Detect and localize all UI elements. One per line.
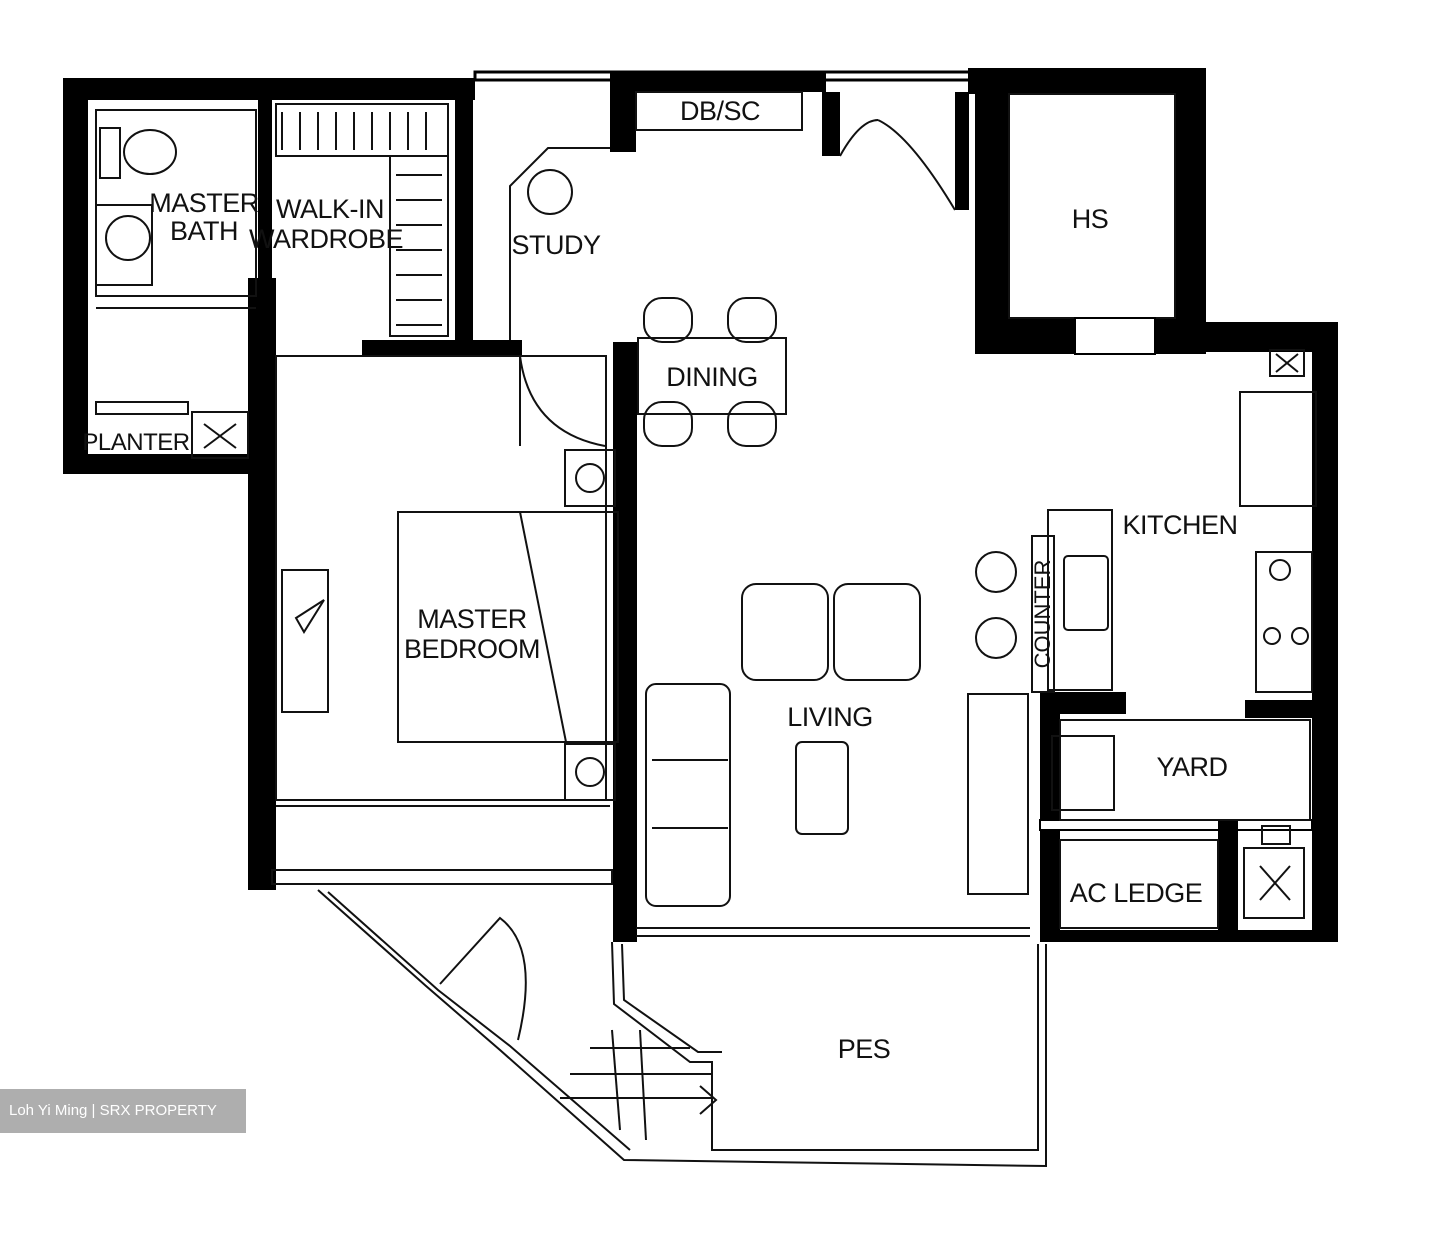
label-master-bath-line1: MASTER — [149, 188, 259, 218]
label-counter: COUNTER — [1030, 560, 1055, 669]
label-kitchen: KITCHEN — [1122, 510, 1237, 540]
label-dining: DINING — [666, 362, 758, 392]
label-walk-in-line2: WARDROBE — [249, 224, 403, 254]
label-master-bath-line2: BATH — [170, 216, 238, 246]
label-study: STUDY — [511, 230, 600, 260]
label-db-sc: DB/SC — [680, 96, 760, 126]
room-labels: MASTER BATH WALK-IN WARDROBE DB/SC STUDY… — [82, 96, 1238, 1064]
label-pes: PES — [838, 1034, 891, 1064]
label-living: LIVING — [787, 702, 873, 732]
label-master-bedroom-line1: MASTER — [417, 604, 527, 634]
walls — [63, 68, 1338, 942]
thin-lines — [95, 91, 1317, 1168]
label-ac-ledge: AC LEDGE — [1070, 878, 1203, 908]
label-planter: PLANTER — [82, 429, 189, 456]
label-hs: HS — [1072, 204, 1109, 234]
label-yard: YARD — [1156, 752, 1227, 782]
label-walk-in-line1: WALK-IN — [276, 194, 384, 224]
label-master-bedroom-line2: BEDROOM — [404, 634, 540, 664]
watermark: Loh Yi Ming | SRX PROPERTY — [0, 1089, 246, 1133]
